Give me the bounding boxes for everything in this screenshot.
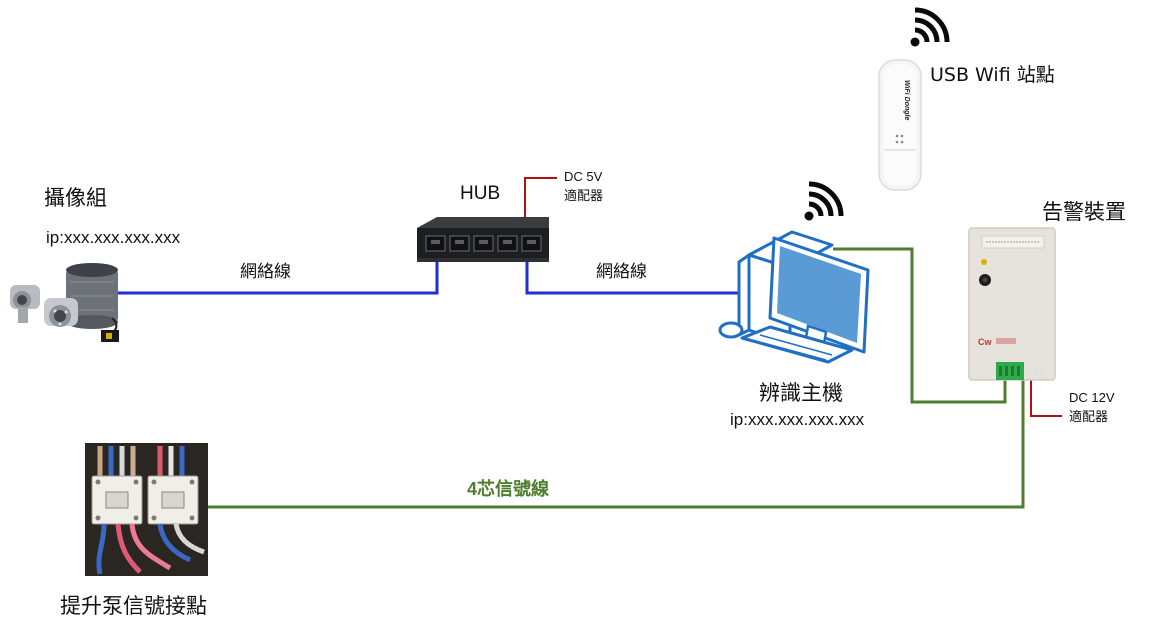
hub-power-label-line2: 適配器 xyxy=(564,188,604,203)
hub-title: HUB xyxy=(460,183,501,204)
svg-text:Cw: Cw xyxy=(978,337,992,347)
usb-wifi-label: USB Wifi 站點 xyxy=(930,64,1055,86)
alarm-power-label-line2: 適配器 xyxy=(1069,409,1109,424)
usb-wifi-dongle-image: WiFi Dongle xyxy=(878,59,922,191)
recognition-host-title: 辨識主機 xyxy=(759,381,843,405)
signal-line xyxy=(208,378,1025,509)
hub-power-label-line1: DC 5V xyxy=(564,169,603,184)
network-line-camera-hub xyxy=(112,262,439,295)
alarm-power-line xyxy=(1030,378,1062,417)
hub-device xyxy=(417,217,549,262)
host-alarm-line xyxy=(833,247,1007,404)
pump-contact-label: 提升泵信號接點 xyxy=(60,594,207,618)
signal-cable-label: 4芯信號線 xyxy=(467,479,550,499)
dongle-printed-text: WiFi Dongle xyxy=(903,80,910,120)
alarm-power-label-line1: DC 12V xyxy=(1069,390,1115,405)
recognition-host-computer xyxy=(718,230,870,364)
hub-power-line xyxy=(524,177,557,217)
wifi-icon xyxy=(804,181,844,221)
camera-ip-label: ip:xxx.xxx.xxx.xxx xyxy=(46,228,181,247)
wifi-icon xyxy=(910,7,950,47)
recognition-host-ip-label: ip:xxx.xxx.xxx.xxx xyxy=(730,410,865,429)
network-line-hub-host xyxy=(525,262,745,295)
alarm-device-title: 告警裝置 xyxy=(1042,200,1126,224)
alarm-device-image: Cw xyxy=(968,227,1056,381)
network-cable-label-left: 網絡線 xyxy=(240,262,291,282)
camera-group-image xyxy=(10,263,119,342)
network-cable-label-right: 網絡線 xyxy=(596,262,647,282)
pump-signal-contact-image xyxy=(85,443,208,576)
camera-group-title: 攝像組 xyxy=(44,186,107,210)
